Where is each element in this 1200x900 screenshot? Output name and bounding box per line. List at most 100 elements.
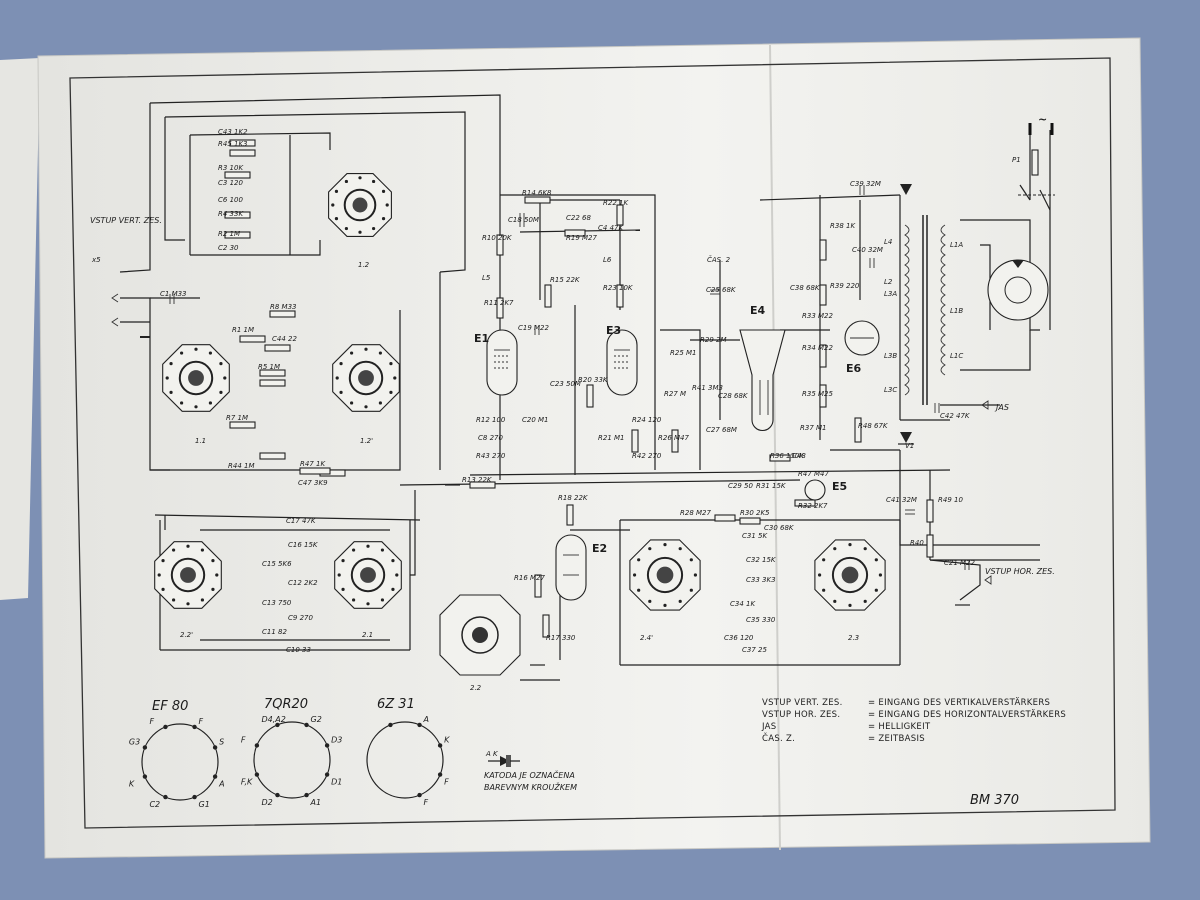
pin-dot [275, 722, 280, 728]
pinout-7qr20-circle [253, 721, 331, 799]
diode-v1-label: V1 [905, 442, 914, 450]
component-label: R32 2K7 [798, 502, 828, 510]
x5-label: x5 [91, 256, 101, 264]
component-label: C48 [792, 452, 806, 460]
legend: VSTUP VERT. ZES. = EINGANG DES VERTIKALV… [761, 697, 1066, 744]
pin-label: C2 [149, 800, 160, 809]
component-label: C39 32M [850, 180, 881, 188]
component-label: R22 1K [603, 199, 629, 207]
pinout-ef80-circle [141, 723, 219, 801]
component-label: L5 [482, 274, 491, 282]
component-label: R4 33K [218, 210, 244, 218]
component-label: R40 [910, 539, 924, 547]
component-label: R15 22K [550, 276, 581, 284]
pin-label: F [149, 717, 154, 726]
tube-e5-envelope [804, 479, 826, 501]
component-label: C13 750 [262, 599, 292, 607]
paper-sheet [37, 37, 1151, 859]
component-label: R34 M22 [802, 344, 833, 352]
component-label: R27 M [664, 390, 686, 398]
crt-e4-envelope [739, 329, 786, 431]
switch-2-2-graphic [439, 594, 521, 676]
left-page [0, 58, 40, 600]
component-label: R45 1K3 [218, 140, 248, 148]
component-label: C11 82 [262, 628, 287, 636]
component-label: R7 1M [226, 414, 248, 422]
component-label: R42 270 [632, 452, 662, 460]
component-label: R3 10K [218, 164, 244, 172]
component-label: R17 330 [546, 634, 576, 642]
model-number: BM 370 [970, 793, 1019, 808]
pin-dot [437, 743, 443, 748]
component-label: C37 25 [742, 646, 767, 654]
rotary-switch [629, 539, 701, 611]
switch-label-7: 2.4' [640, 634, 653, 642]
pin-label: A1 [310, 798, 322, 807]
pin-dot [437, 772, 443, 777]
component-label: C33 3K3 [746, 576, 776, 584]
component-label: C42 47K [940, 412, 971, 420]
input-hor-label: VSTUP HOR. ZES. [985, 567, 1055, 576]
cathode-note-line-1: KATODA JE OZNAČENA [484, 769, 575, 780]
pin-label: G2 [311, 715, 322, 724]
component-label: R30 2K5 [740, 509, 770, 517]
tube-e6-label: E6 [846, 362, 862, 375]
component-label: C17 47K [286, 517, 317, 525]
pinout-6z31-circle [366, 721, 444, 799]
component-label: R12 100 [476, 416, 506, 424]
legend-meaning-3: = HELLIGKEIT [868, 722, 931, 732]
component-label: C30 68K [764, 524, 795, 532]
pin-dot [163, 794, 168, 800]
component-label: R35 M25 [802, 390, 833, 398]
component-label: R5 1M [258, 363, 280, 371]
pin-label: F [444, 778, 449, 787]
pin-dot [304, 722, 309, 728]
pin-dot [212, 774, 218, 779]
component-label: C1 M33 [160, 290, 187, 298]
cathode-symbol-label: A K [485, 750, 499, 758]
component-label: C15 5K6 [262, 560, 292, 568]
pin-dot [324, 772, 330, 777]
pin-dot [417, 792, 422, 798]
component-label: C36 120 [724, 634, 754, 642]
component-label: R47 1K [300, 460, 326, 468]
pin-label: S [219, 737, 224, 746]
pinout-title: 6Z 31 [377, 697, 415, 712]
tube-e5-label: E5 [832, 480, 847, 493]
switch-label-8: 2.3 [848, 634, 859, 642]
legend-term-1: VSTUP VERT. ZES. [762, 698, 843, 708]
component-label: C27 68M [706, 426, 737, 434]
rotary-switch [328, 173, 392, 237]
component-label: R38 1K [830, 222, 856, 230]
component-label: C47 3K9 [298, 479, 328, 487]
pin-dot [254, 743, 260, 748]
coil-label-3: L1C [950, 352, 963, 360]
component-label: C20 M1 [522, 416, 549, 424]
tube-e4-label: E4 [750, 304, 766, 317]
component-label: C38 68K [790, 284, 821, 292]
pin-dot [417, 722, 422, 728]
pin-dot [212, 745, 218, 750]
component-label: R13 22K [462, 476, 493, 484]
switch-label-3: 1.2' [360, 437, 373, 445]
switch-label-6: 2.2 [470, 684, 482, 692]
cas-terminal-label: ČAS. 2 [707, 255, 731, 264]
coil-label-2: L1B [950, 307, 963, 315]
component-label: R24 120 [632, 416, 662, 424]
cathode-note-line-2: BAREVNYM KROUŽKEM [484, 781, 577, 792]
tube-pinouts [141, 721, 444, 801]
tube-e3-label: E3 [606, 324, 621, 337]
legend-term-3: JAS [761, 722, 776, 732]
pin-dot [275, 792, 280, 798]
component-label: C43 1K2 [218, 128, 248, 136]
component-label: R33 M22 [802, 312, 833, 320]
component-label: C16 15K [288, 541, 319, 549]
component-label: R23 10K [603, 284, 634, 292]
wiring [119, 94, 1051, 681]
legend-meaning-2: = EINGANG DES HORIZONTALVERSTÄRKERS [868, 709, 1066, 720]
component-label: R43 270 [476, 452, 506, 460]
component-label: R31 15K [756, 482, 787, 490]
